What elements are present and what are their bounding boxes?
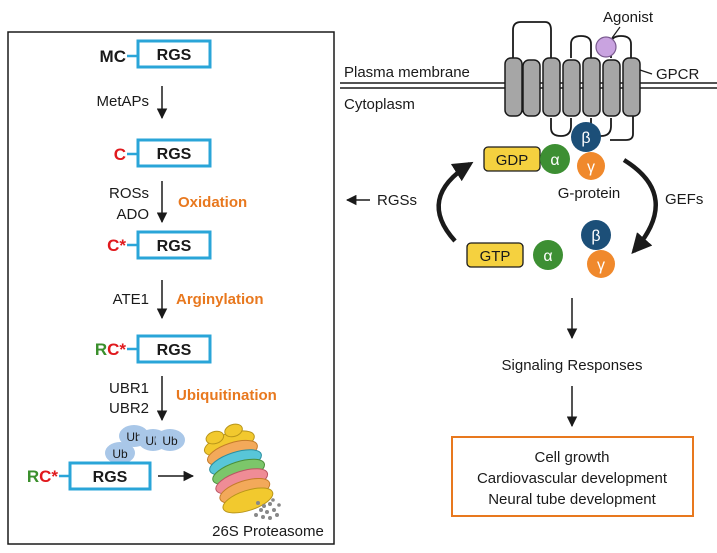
gefs-label: GEFs: [665, 191, 703, 208]
gpcr-label: GPCR: [656, 66, 700, 83]
step5-prefix-c: C*: [39, 467, 58, 486]
rgs-label-1: RGS: [157, 47, 192, 64]
rgs-box-5: [68, 461, 152, 491]
enzyme-ado: ADO: [116, 206, 149, 223]
enzyme-ubr2: UBR2: [109, 400, 149, 417]
agonist-pointer: [611, 26, 621, 39]
proteasome-label: 26S Proteasome: [212, 523, 324, 540]
enzyme-ros: ROSs: [109, 185, 149, 202]
process-oxidation: Oxidation: [178, 194, 247, 211]
step2-prefix: C: [114, 145, 126, 164]
rgs-box-3: [136, 230, 212, 260]
agonist-label: Agonist: [603, 9, 654, 26]
rgss-label: RGSs: [377, 192, 417, 209]
enzyme-ate1: ATE1: [113, 291, 149, 308]
process-arginylation: Arginylation: [176, 291, 264, 308]
svg-text:β: β: [591, 228, 600, 245]
enzyme-ubr1: UBR1: [109, 380, 149, 397]
proteasome-icon: [203, 423, 274, 514]
process-ubiquitination: Ubiquitination: [176, 387, 277, 404]
cytoplasm-label: Cytoplasm: [344, 96, 415, 113]
gtp-box: [466, 242, 524, 268]
svg-text:γ: γ: [597, 257, 605, 274]
svg-text:Ub: Ub: [112, 447, 128, 461]
svg-text:Ub: Ub: [162, 434, 178, 448]
gpcr-pointer: [639, 69, 653, 75]
step1-prefix: MC: [100, 47, 126, 66]
rgs-label-4: RGS: [157, 342, 192, 359]
step5-prefix: RC*: [27, 467, 59, 486]
rgs-label-3: RGS: [157, 238, 192, 255]
outcome-2: Cardiovascular development: [477, 470, 668, 487]
plasma-membrane-label: Plasma membrane: [344, 64, 470, 81]
gdp-label: GDP: [496, 152, 529, 169]
beta-subunit-1: [571, 122, 601, 152]
outcome-3: Neural tube development: [488, 491, 656, 508]
ubiquitin-1: [105, 442, 135, 464]
ubiquitin-4: [155, 429, 185, 451]
step4-prefix: RC*: [95, 340, 127, 359]
beta-subunit-2: [581, 220, 611, 250]
rgs-label-2: RGS: [157, 146, 192, 163]
agonist-icon: [595, 36, 617, 58]
rgs-box-4: [136, 334, 212, 364]
alpha-subunit-2: [533, 240, 563, 270]
step5-prefix-r: R: [27, 467, 39, 486]
gamma-subunit-1: [577, 152, 605, 180]
gefs-arrow: [622, 158, 658, 255]
signaling-label: Signaling Responses: [502, 357, 643, 374]
rgss-arrow: [436, 161, 474, 243]
gtp-label: GTP: [480, 248, 511, 265]
outcome-1: Cell growth: [534, 449, 609, 466]
svg-text:α: α: [550, 152, 559, 169]
rgs-label-5: RGS: [93, 469, 128, 486]
step3-prefix: C*: [107, 236, 126, 255]
outcomes-box: [451, 436, 694, 517]
svg-text:γ: γ: [587, 159, 595, 176]
svg-text:β: β: [581, 130, 590, 147]
step4-prefix-r: R: [95, 340, 107, 359]
rgs-box-1: [136, 39, 212, 69]
step4-prefix-c: C*: [107, 340, 126, 359]
alpha-subunit-1: [540, 144, 570, 174]
gpcr-helices: [504, 57, 641, 117]
svg-text:α: α: [543, 248, 552, 265]
ubiquitin-chain: Ub Ub Ub Ub: [105, 425, 185, 464]
gprotein-label: G-protein: [558, 185, 621, 202]
enzyme-metaps: MetAPs: [96, 93, 149, 110]
pathway-panel-frame: [7, 31, 335, 545]
gamma-subunit-2: [587, 250, 615, 278]
rgs-box-2: [136, 138, 212, 168]
peptide-fragments: [254, 498, 281, 520]
